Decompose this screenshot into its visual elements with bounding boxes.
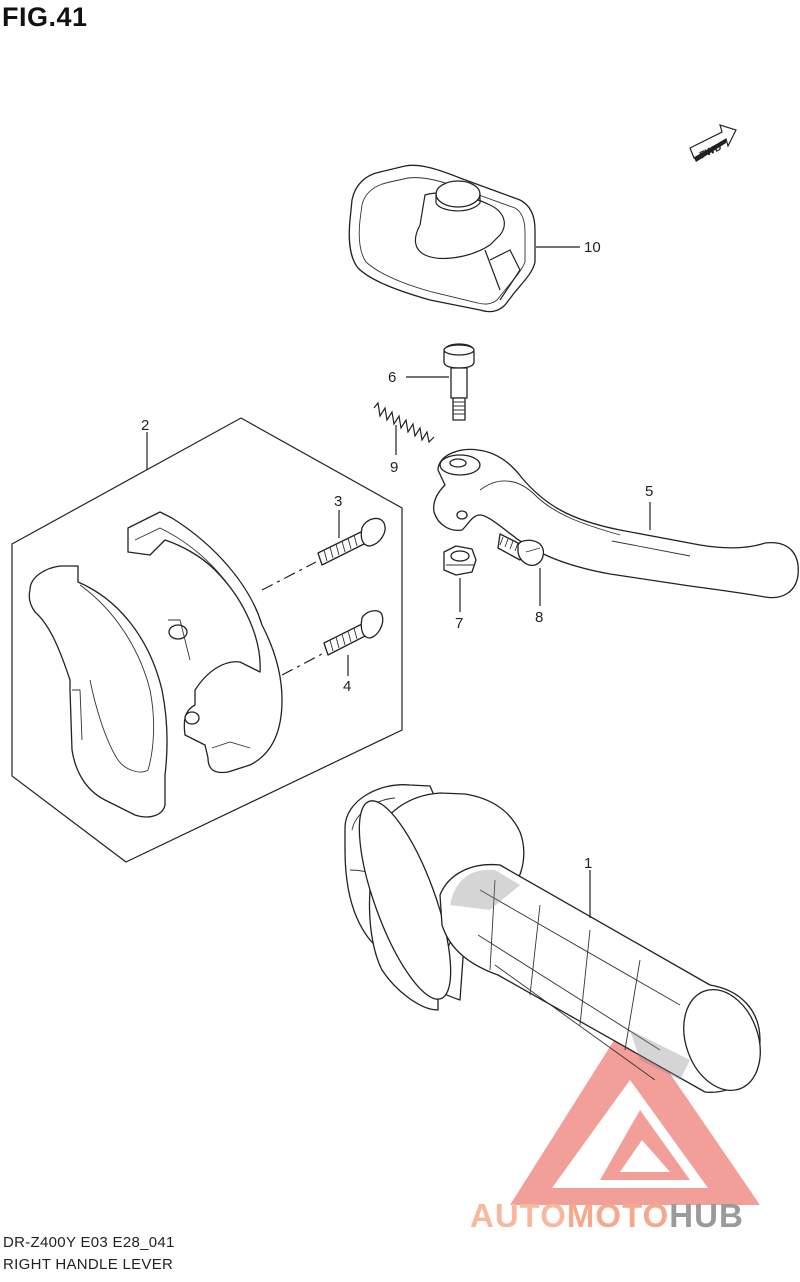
callout-2: 2 xyxy=(141,417,149,434)
figure-title: FIG.41 xyxy=(2,2,88,32)
callout-1: 1 xyxy=(584,855,592,872)
callout-7: 7 xyxy=(455,615,463,632)
callout-9: 9 xyxy=(390,459,398,476)
bracket-screw-lower xyxy=(323,610,384,656)
watermark-logo-icon xyxy=(510,1015,760,1205)
watermark-text: AUTOMOTOHUB xyxy=(470,1197,744,1234)
callout-10: 10 xyxy=(584,239,601,256)
forward-arrow-icon: FWD xyxy=(689,124,737,162)
lever-cover xyxy=(348,164,536,313)
bracket-set-box xyxy=(11,417,403,863)
section-name: RIGHT HANDLE LEVER xyxy=(3,1256,174,1273)
callout-8: 8 xyxy=(535,609,543,626)
callout-5: 5 xyxy=(645,483,653,500)
callout-4: 4 xyxy=(343,678,351,695)
adjuster-bolt xyxy=(497,533,545,566)
clutch-lever xyxy=(433,448,799,599)
bracket-right-half xyxy=(127,511,283,774)
lock-nut xyxy=(443,545,477,576)
pivot-bolt xyxy=(443,343,475,421)
throttle-grip xyxy=(344,784,761,1093)
bracket-screw-upper xyxy=(317,517,386,566)
callout-6: 6 xyxy=(388,369,396,386)
model-code: DR-Z400Y E03 E28_041 xyxy=(3,1234,175,1251)
lever-spring xyxy=(373,401,435,444)
callout-3: 3 xyxy=(334,493,342,510)
bracket-left-half xyxy=(28,565,168,818)
